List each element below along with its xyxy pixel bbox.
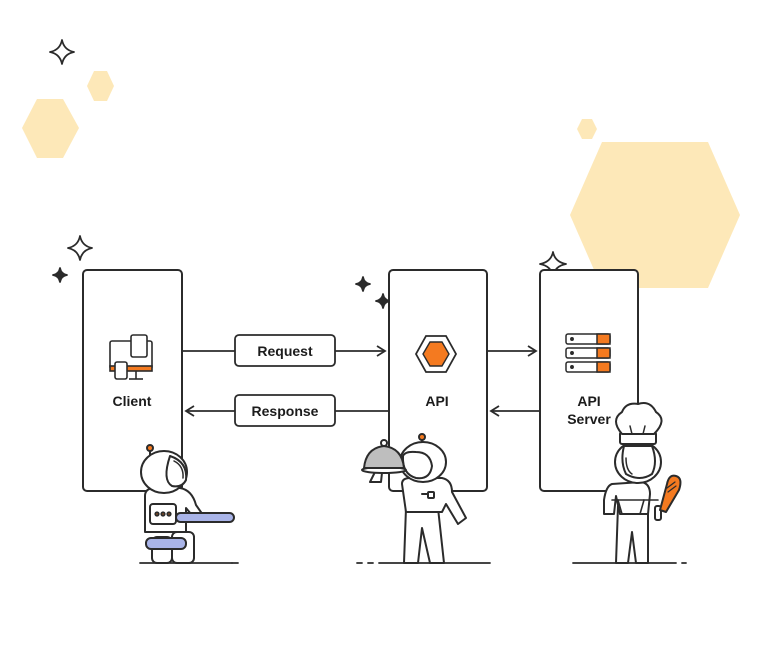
astronaut-waiter-icon xyxy=(356,433,491,564)
client-node: Client xyxy=(82,269,183,492)
api-server-node: API Server xyxy=(539,269,639,492)
sparkle-icon xyxy=(49,39,75,65)
hexagon-small-icon xyxy=(87,71,114,101)
sparkle-icon xyxy=(355,276,371,292)
api-label: API xyxy=(425,393,448,409)
api-server-label-line1: API xyxy=(577,393,600,409)
astronaut-chef-icon xyxy=(572,402,687,564)
sparkle-icon xyxy=(52,267,68,283)
hexagon-medium-icon xyxy=(22,99,79,158)
server-rack-icon xyxy=(565,333,611,373)
response-label: Response xyxy=(252,403,319,419)
astronaut-at-desk-icon xyxy=(139,444,239,564)
api-node: API xyxy=(388,269,488,492)
hexagon-tiny-icon xyxy=(577,119,597,139)
client-box xyxy=(82,269,183,492)
sparkles xyxy=(49,39,567,309)
request-pill: Request xyxy=(234,334,336,367)
background-hexagons xyxy=(22,71,740,288)
response-pill: Response xyxy=(234,394,336,427)
sparkle-icon xyxy=(67,235,93,261)
api-server-label-line2: Server xyxy=(567,411,611,427)
api-server-box xyxy=(539,269,639,492)
hexagon-icon xyxy=(414,335,458,373)
client-label: Client xyxy=(113,393,152,409)
request-label: Request xyxy=(257,343,313,359)
sparkle-icon xyxy=(375,293,391,309)
hexagon-large-icon xyxy=(570,142,740,288)
devices-icon xyxy=(109,334,153,380)
